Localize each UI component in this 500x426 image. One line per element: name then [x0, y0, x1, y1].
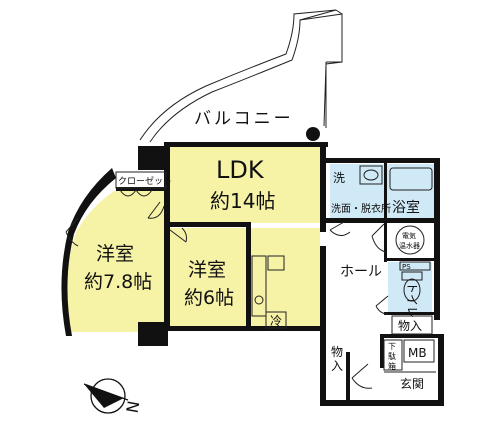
entrance-label: 玄関	[400, 376, 424, 391]
bath-fill	[386, 164, 436, 218]
details	[65, 165, 436, 389]
compass-north-label: N	[122, 399, 143, 414]
balcony-label: バルコニー	[194, 109, 294, 129]
center-room-fill	[170, 228, 247, 328]
labels: クローゼット LDK 約14帖 洋室 約7.8帖 洋室 約6帖 洗 洗面・脱衣所…	[84, 156, 427, 391]
walls	[61, 142, 444, 406]
ldk-size: 約14帖	[210, 189, 275, 213]
washer-label: 洗	[333, 171, 345, 185]
kitchen-fill	[250, 228, 320, 328]
closet-label: クローゼット	[118, 175, 172, 187]
west-room-fill	[65, 190, 168, 332]
compass: N	[83, 378, 143, 414]
west-room-name: 洋室	[96, 243, 134, 265]
ldk-fill	[170, 146, 322, 223]
mb-label: MB	[408, 346, 427, 360]
storage-b-label: 物入	[331, 345, 343, 373]
ldk-name: LDK	[216, 156, 265, 184]
washroom-fill	[330, 164, 384, 218]
column-marker	[306, 127, 320, 141]
shoe-box-label-1: 下	[388, 342, 396, 351]
center-room-name: 洋室	[188, 259, 226, 281]
balcony: バルコニー	[139, 9, 343, 143]
toilet-label: トイレ	[405, 282, 419, 318]
ps-label: PS	[402, 263, 411, 271]
water-heater-label-1: 電気	[402, 231, 416, 240]
center-room-size: 約6帖	[184, 287, 234, 309]
shoe-box-label-2: 駄	[388, 351, 396, 361]
storage-a-label: 物入	[398, 319, 422, 333]
west-room-size: 約7.8帖	[84, 271, 152, 293]
water-heater-label-2: 温水器	[399, 241, 420, 250]
washroom-label: 洗面・脱衣所	[331, 202, 391, 215]
hall-label: ホール	[340, 264, 382, 280]
bath-label: 浴室	[392, 199, 420, 216]
fridge-label: 冷	[270, 314, 282, 328]
shoe-box-label-3: 箱	[388, 361, 396, 371]
